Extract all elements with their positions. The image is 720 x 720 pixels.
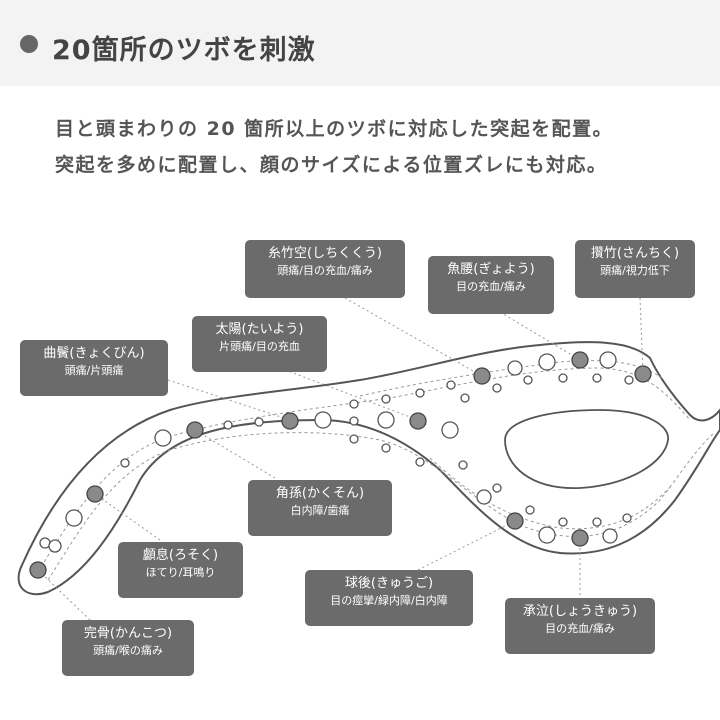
leader-line-kakuson (194, 429, 276, 479)
acupoint-kyugo-marker (506, 512, 524, 530)
leader-line-rosoku (94, 493, 161, 541)
label-shichikuku: 糸竹空(しちくくう) 頭痛/目の充血/痛み (245, 240, 405, 298)
acupoint-kyokubin-marker (281, 412, 299, 430)
label-rosoku: 顱息(ろそく) ほてり/耳鳴り (118, 542, 243, 598)
acupoint-dot (460, 393, 470, 403)
acupoint-gyoyo-marker (571, 351, 589, 369)
acupoint-effect: 頭痛/目の充血/痛み (277, 264, 373, 277)
acupoint-dot (154, 429, 172, 447)
acupoint-dot (525, 505, 535, 515)
acupoint-name: 角孫(かくそん) (275, 486, 365, 501)
acupoint-dot (254, 417, 264, 427)
acupoint-dot (446, 380, 456, 390)
dashed-guide-brow (359, 360, 666, 397)
acupoint-name: 曲鬢(きょくびん) (43, 346, 145, 361)
label-gyoyo: 魚腰(ぎょよう) 目の充血/痛み (428, 256, 554, 314)
acupoint-dot (538, 353, 556, 371)
acupoint-dot (349, 434, 359, 444)
acupoint-effect: 目の痙攣/緑内障/白内障 (330, 594, 448, 607)
acupoint-name: 承泣(しょうきゅう) (522, 604, 638, 619)
acupoint-dot (223, 420, 233, 430)
acupoint-sanchiku-marker (634, 365, 652, 383)
acupoint-dot (349, 399, 359, 409)
acupoint-dot (415, 457, 425, 467)
acupoint-shokyu-marker (571, 529, 589, 547)
acupoint-name: 顱息(ろそく) (142, 548, 219, 563)
acupoint-dot (381, 443, 391, 453)
acupoint-dot (538, 526, 556, 544)
page-title: 20箇所のツボを刺激 (52, 35, 316, 66)
eye-hole (504, 409, 669, 489)
acupoint-effect: 頭痛/喉の痛み (93, 644, 163, 657)
acupoint-name: 球後(きゅうご) (344, 576, 434, 591)
acupoint-dot (349, 416, 359, 426)
acupoint-dot (592, 517, 602, 527)
description-line-1: 目と頭まわりの 20 箇所以上のツボに対応した突起を配置。 (55, 118, 614, 140)
leader-line-kankotsu (37, 569, 91, 621)
acupoint-dot (492, 483, 502, 493)
acupoint-rosoku-marker (86, 485, 104, 503)
acupoint-name: 太陽(たいよう) (215, 322, 304, 337)
acupoint-effect: 目の充血/痛み (545, 622, 615, 635)
label-taiyo: 太陽(たいよう) 片頭痛/目の充血 (192, 316, 327, 372)
acupoint-dot (65, 509, 83, 527)
acupoint-taiyo-marker (409, 412, 427, 430)
dashed-guide-outer (37, 367, 691, 573)
label-sanchiku: 攢竹(さんちく) 頭痛/視力低下 (575, 240, 695, 298)
acupoint-shichikuku-marker (473, 367, 491, 385)
leader-line-kyugo (417, 520, 516, 571)
acupoint-dot (602, 528, 618, 544)
acupoint-dot (441, 421, 459, 439)
description-line-2: 突起を多めに配置し、顔のサイズによる位置ズレにも対応。 (55, 154, 608, 176)
label-kyokubin: 曲鬢(きょくびん) 頭痛/片頭痛 (20, 340, 168, 396)
leader-line-shichikuku (344, 297, 483, 377)
acupoint-dot (120, 458, 130, 468)
acupoint-kankotsu-marker (29, 561, 47, 579)
label-kyugo: 球後(きゅうご) 目の痙攣/緑内障/白内障 (305, 570, 473, 626)
acupoint-dot (381, 394, 391, 404)
acupoint-dot (476, 489, 492, 505)
acupoint-dot (523, 375, 533, 385)
label-shokyu: 承泣(しょうきゅう) 目の充血/痛み (505, 598, 655, 654)
acupoint-name: 攢竹(さんちく) (590, 246, 680, 261)
leader-line-gyoyo (499, 311, 581, 361)
acupoint-name: 糸竹空(しちくくう) (268, 246, 382, 261)
acupoint-dot (415, 388, 425, 398)
acupoint-effect: 白内障/歯痛 (290, 504, 350, 517)
header-bar: 20箇所のツボを刺激 (0, 0, 720, 86)
acupoint-name: 完骨(かんこつ) (83, 626, 173, 641)
acupoint-dot (314, 411, 332, 429)
acupoint-dot (48, 539, 62, 553)
acupoint-dot (558, 373, 568, 383)
bullet-dot-icon (20, 35, 38, 53)
label-kakuson: 角孫(かくそん) 白内障/歯痛 (248, 480, 392, 536)
label-kankotsu: 完骨(かんこつ) 頭痛/喉の痛み (62, 620, 194, 676)
acupoint-dot (492, 383, 502, 393)
acupoint-dot (592, 373, 602, 383)
acupoint-dot (458, 460, 468, 470)
acupoint-dot (624, 375, 634, 385)
acupoint-dot (558, 517, 568, 527)
acupoint-effect: ほてり/耳鳴り (145, 566, 216, 579)
acupoint-effect: 目の充血/痛み (456, 280, 526, 293)
acupoint-dot (622, 513, 632, 523)
acupoint-effect: 頭痛/片頭痛 (64, 364, 124, 377)
acupoint-dot (507, 360, 523, 376)
acupoint-dot (377, 411, 395, 429)
acupoint-dot (599, 351, 617, 369)
acupoint-kakuson-marker (186, 421, 204, 439)
acupoint-effect: 片頭痛/目の充血 (219, 340, 300, 353)
acupoint-effect: 頭痛/視力低下 (600, 264, 670, 277)
acupoint-name: 魚腰(ぎょよう) (447, 262, 535, 277)
leader-line-kyokubin (167, 379, 291, 421)
